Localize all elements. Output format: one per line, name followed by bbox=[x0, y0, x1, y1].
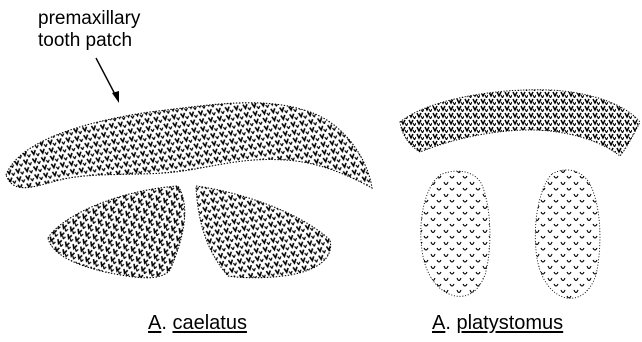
species-epithet: caelatus bbox=[172, 312, 247, 334]
genus-abbrev: A bbox=[432, 312, 445, 334]
platystomus-left-patch bbox=[421, 171, 490, 296]
platystomus-right-patch bbox=[535, 170, 600, 298]
species-label-platystomus: A. platystomus bbox=[432, 312, 563, 334]
genus-dot: . bbox=[161, 312, 167, 334]
callout-arrow bbox=[96, 58, 119, 103]
species-epithet: platystomus bbox=[456, 312, 563, 334]
callout-line-1: premaxillary bbox=[38, 8, 140, 30]
platystomus-premaxillary-patch bbox=[400, 90, 640, 156]
caelatus-right-patch bbox=[196, 186, 331, 278]
genus-dot: . bbox=[445, 312, 451, 334]
callout-line-2: tooth patch bbox=[38, 30, 140, 52]
caelatus-premaxillary-patch bbox=[6, 103, 372, 188]
callout-label: premaxillary tooth patch bbox=[38, 8, 140, 52]
species-label-caelatus: A. caelatus bbox=[148, 312, 247, 334]
caelatus-left-patch bbox=[48, 186, 185, 278]
genus-abbrev: A bbox=[148, 312, 161, 334]
